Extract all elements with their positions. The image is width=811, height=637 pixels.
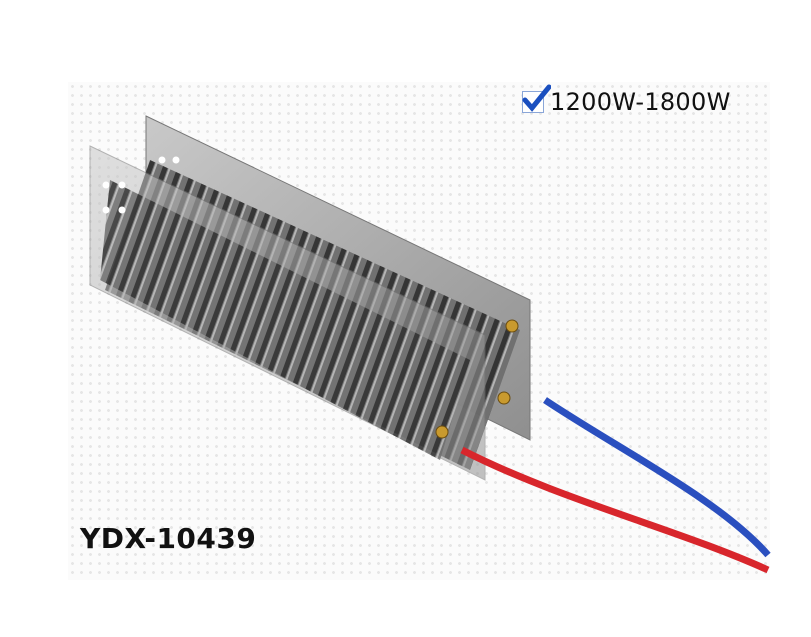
- checkbox-check-icon: [522, 84, 551, 113]
- model-number-label: YDX-10439: [80, 522, 257, 555]
- power-range-label: 1200W-1800W: [550, 88, 731, 116]
- power-badge: 1200W-1800W: [522, 84, 731, 116]
